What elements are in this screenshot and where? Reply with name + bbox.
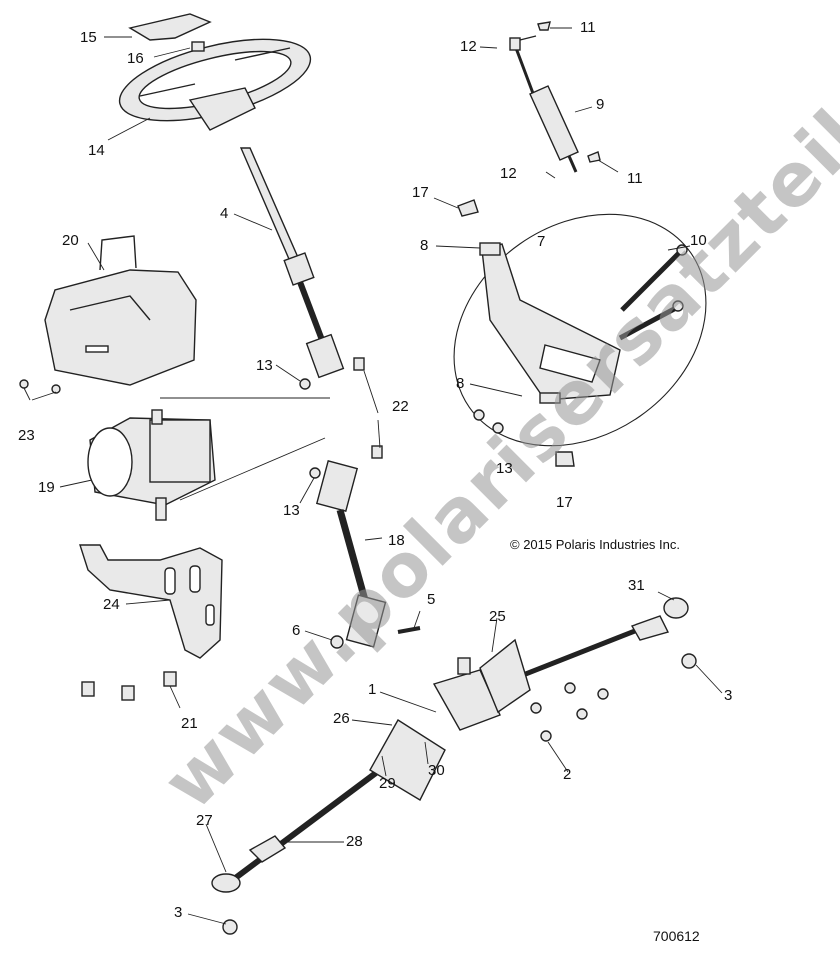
callout-9: 9 (596, 96, 605, 113)
callout-19: 19 (38, 479, 55, 496)
callout-26: 26 (333, 710, 350, 727)
shaft-nut-lower (309, 467, 321, 479)
callout-4: 4 (220, 205, 229, 222)
shaft-bolt-a (353, 357, 365, 371)
pinch-bolt (397, 626, 421, 634)
cover-screw-b (51, 384, 61, 394)
callout-5: 5 (427, 591, 436, 608)
intermediate-shaft (315, 460, 387, 648)
callout-8-top: 8 (420, 237, 429, 254)
callout-11-top: 11 (580, 19, 596, 36)
shaft-bolt-b (371, 445, 383, 459)
callout-2: 2 (563, 766, 572, 783)
mount-bolt-c (163, 671, 177, 687)
drawing-number: 700612 (653, 928, 700, 944)
rack-nut-d (576, 708, 588, 720)
bracket-nut-b (492, 422, 504, 434)
pinch-nut (330, 635, 344, 649)
cover-screw-a (19, 379, 29, 389)
copyright-notice: © 2015 Polaris Industries Inc. (510, 537, 680, 552)
callout-8-bottom: 8 (456, 375, 465, 392)
eps-unit (87, 409, 216, 521)
upper-steering-shaft (239, 147, 345, 379)
callout-14: 14 (88, 142, 105, 159)
callout-24: 24 (103, 596, 120, 613)
bushing-upper (457, 199, 479, 217)
callout-17-top: 17 (412, 184, 429, 201)
bracket-nut-a (473, 409, 485, 421)
rack-nut-c (530, 702, 542, 714)
callout-6: 6 (292, 622, 301, 639)
tilt-bracket (453, 213, 707, 447)
tie-rod-nut-right (681, 653, 697, 669)
callout-28: 28 (346, 833, 363, 850)
callout-3-right: 3 (724, 687, 733, 704)
rack-nut-a (564, 682, 576, 694)
tie-rod-nut-left (222, 919, 238, 935)
callout-18: 18 (388, 532, 405, 549)
leader-line (179, 437, 326, 501)
callout-30: 30 (428, 762, 445, 779)
callout-20: 20 (62, 232, 79, 249)
eps-mount-bracket (79, 544, 223, 659)
callout-16: 16 (127, 50, 144, 67)
callout-7: 7 (537, 233, 546, 250)
callout-31: 31 (628, 577, 645, 594)
mount-bolt-b (121, 685, 135, 701)
rack-nut-e (540, 730, 552, 742)
callout-10: 10 (690, 232, 707, 249)
steering-wheel (118, 38, 312, 131)
callout-11-bottom: 11 (627, 170, 643, 187)
callout-12-bottom: 12 (500, 165, 517, 182)
callout-13-left: 13 (256, 357, 273, 374)
tie-rod-right (630, 597, 689, 641)
callout-13-right: 13 (496, 460, 513, 477)
bushing-lower (555, 451, 575, 467)
callout-17-bottom: 17 (556, 494, 573, 511)
mount-bolt-a (81, 681, 95, 697)
callout-15: 15 (80, 29, 97, 46)
bracket-bolts (618, 244, 688, 341)
steering-cap (128, 13, 212, 41)
callout-13-center: 13 (283, 502, 300, 519)
steering-rack (228, 622, 651, 885)
callout-23: 23 (18, 427, 35, 444)
tie-rod-left (211, 835, 287, 893)
rack-nut-b (597, 688, 609, 700)
eps-cover (44, 235, 197, 386)
callout-22: 22 (392, 398, 409, 415)
shaft-nut-upper (299, 378, 311, 390)
callout-21: 21 (181, 715, 198, 732)
callout-27: 27 (196, 812, 213, 829)
callout-29: 29 (379, 775, 396, 792)
callout-25: 25 (489, 608, 506, 625)
leader-lines (23, 27, 723, 925)
wheel-nut (191, 41, 205, 52)
callout-12-top: 12 (460, 38, 477, 55)
gas-strut (509, 21, 601, 173)
callout-3-left: 3 (174, 904, 183, 921)
callout-1: 1 (368, 681, 377, 698)
